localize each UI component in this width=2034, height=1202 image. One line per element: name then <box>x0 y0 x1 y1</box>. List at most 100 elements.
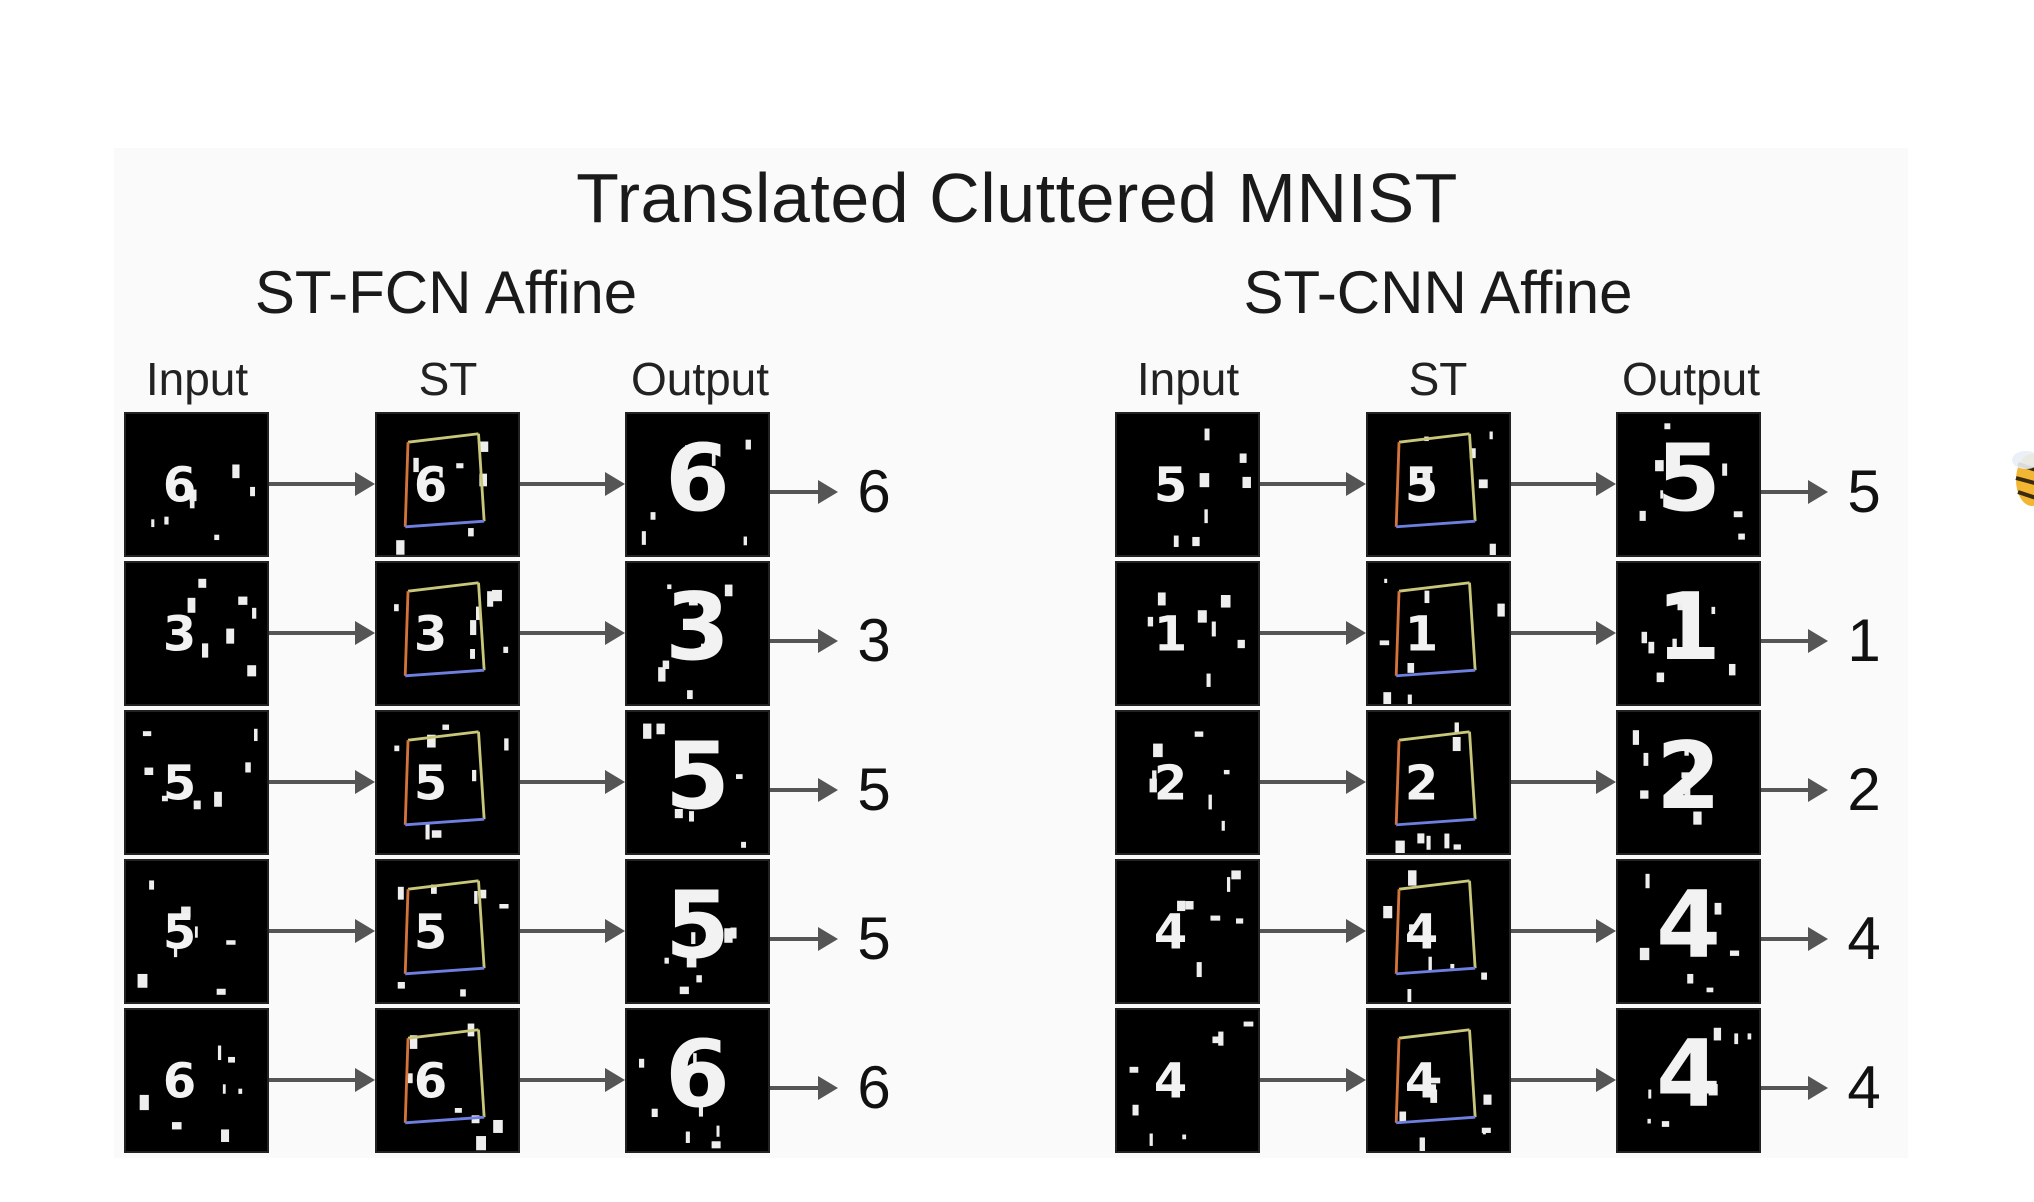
right-arrow-icon <box>770 927 838 951</box>
mnist-st-image: 6 <box>375 1008 520 1153</box>
right-arrow-icon <box>520 770 625 794</box>
right-arrow-icon <box>520 621 625 645</box>
mnist-st-image: 2 <box>1366 710 1511 855</box>
right-arrow-icon <box>1260 621 1366 645</box>
right-arrow-icon <box>520 919 625 943</box>
panel-title-st-fcn: ST-FCN Affine <box>254 259 638 326</box>
right-arrow-icon <box>1511 919 1616 943</box>
svg-text:5: 5 <box>665 871 730 979</box>
svg-text:5: 5 <box>163 756 196 811</box>
mnist-st-image: 5 <box>375 710 520 855</box>
mnist-output-image: 5 <box>1616 412 1761 557</box>
svg-text:6: 6 <box>163 458 196 513</box>
predicted-digit: 6 <box>857 458 891 525</box>
svg-text:4: 4 <box>1656 871 1721 979</box>
right-arrow-icon <box>770 778 838 802</box>
right-arrow-icon <box>1511 770 1616 794</box>
mnist-st-image: 6 <box>375 412 520 557</box>
predicted-digit: 5 <box>857 756 891 823</box>
predicted-digit: 2 <box>1847 756 1881 823</box>
mnist-output-image: 4 <box>1616 1008 1761 1153</box>
right-arrow-icon <box>1761 629 1828 653</box>
svg-text:2: 2 <box>1154 756 1187 811</box>
svg-text:1: 1 <box>1154 607 1187 662</box>
mnist-output-image: 5 <box>625 710 770 855</box>
svg-text:5: 5 <box>665 722 730 830</box>
svg-text:5: 5 <box>163 905 196 960</box>
svg-text:4: 4 <box>1405 1054 1438 1109</box>
svg-text:1: 1 <box>1656 573 1721 681</box>
mnist-st-image: 3 <box>375 561 520 706</box>
mnist-input-image: 6 <box>124 412 269 557</box>
right-arrow-icon <box>770 629 838 653</box>
mnist-input-image: 2 <box>1115 710 1260 855</box>
mnist-input-image: 1 <box>1115 561 1260 706</box>
svg-text:4: 4 <box>1405 905 1438 960</box>
mnist-input-image: 5 <box>1115 412 1260 557</box>
right-arrow-icon <box>1511 472 1616 496</box>
col-label-input: Input <box>1136 353 1240 405</box>
right-arrow-icon <box>269 1068 375 1092</box>
right-arrow-icon <box>1260 919 1366 943</box>
right-arrow-icon <box>269 472 375 496</box>
right-arrow-icon <box>1260 770 1366 794</box>
mnist-st-image: 5 <box>375 859 520 1004</box>
svg-text:6: 6 <box>665 424 730 532</box>
svg-text:5: 5 <box>414 756 447 811</box>
mnist-output-image: 4 <box>1616 859 1761 1004</box>
right-arrow-icon <box>1761 778 1828 802</box>
right-arrow-icon <box>520 472 625 496</box>
mnist-input-image: 4 <box>1115 859 1260 1004</box>
bee-icon <box>2012 451 2034 506</box>
col-label-input: Input <box>145 353 249 405</box>
panel-title-st-cnn: ST-CNN Affine <box>1243 259 1633 326</box>
right-arrow-icon <box>1260 472 1366 496</box>
right-arrow-icon <box>269 621 375 645</box>
col-label-st: ST <box>418 353 478 405</box>
svg-text:2: 2 <box>1656 722 1721 830</box>
mnist-st-image: 1 <box>1366 561 1511 706</box>
svg-text:5: 5 <box>1656 424 1721 532</box>
svg-text:3: 3 <box>665 573 730 681</box>
mnist-input-image: 6 <box>124 1008 269 1153</box>
predicted-digit: 5 <box>857 905 891 972</box>
svg-text:5: 5 <box>1154 458 1187 513</box>
mnist-output-image: 2 <box>1616 710 1761 855</box>
mnist-output-image: 1 <box>1616 561 1761 706</box>
predicted-digit: 1 <box>1847 607 1881 674</box>
svg-text:4: 4 <box>1154 905 1187 960</box>
svg-text:5: 5 <box>414 905 447 960</box>
predicted-digit: 4 <box>1847 1054 1881 1121</box>
right-arrow-icon <box>269 919 375 943</box>
svg-text:5: 5 <box>1405 458 1438 513</box>
mnist-input-image: 4 <box>1115 1008 1260 1153</box>
predicted-digit: 5 <box>1847 458 1881 525</box>
predicted-digit: 3 <box>857 607 891 674</box>
mnist-output-image: 3 <box>625 561 770 706</box>
mnist-output-image: 5 <box>625 859 770 1004</box>
mnist-input-image: 3 <box>124 561 269 706</box>
right-arrow-icon <box>770 1076 838 1100</box>
mnist-input-image: 5 <box>124 859 269 1004</box>
mnist-input-image: 5 <box>124 710 269 855</box>
predicted-digit: 6 <box>857 1054 891 1121</box>
mnist-st-image: 5 <box>1366 412 1511 557</box>
right-arrow-icon <box>1511 1068 1616 1092</box>
mnist-output-image: 6 <box>625 1008 770 1153</box>
svg-text:6: 6 <box>414 1054 447 1109</box>
right-arrow-icon <box>1761 480 1828 504</box>
svg-text:3: 3 <box>414 607 447 662</box>
mnist-output-image: 6 <box>625 412 770 557</box>
svg-text:3: 3 <box>163 607 196 662</box>
mnist-st-image: 4 <box>1366 1008 1511 1153</box>
right-arrow-icon <box>520 1068 625 1092</box>
col-label-st: ST <box>1408 353 1468 405</box>
figure-title: Translated Cluttered MNIST <box>576 159 1458 237</box>
right-arrow-icon <box>1761 927 1828 951</box>
col-label-output: Output <box>1621 353 1761 405</box>
mnist-st-image: 4 <box>1366 859 1511 1004</box>
svg-text:4: 4 <box>1154 1054 1187 1109</box>
svg-text:1: 1 <box>1405 607 1438 662</box>
svg-text:2: 2 <box>1405 756 1438 811</box>
right-arrow-icon <box>770 480 838 504</box>
